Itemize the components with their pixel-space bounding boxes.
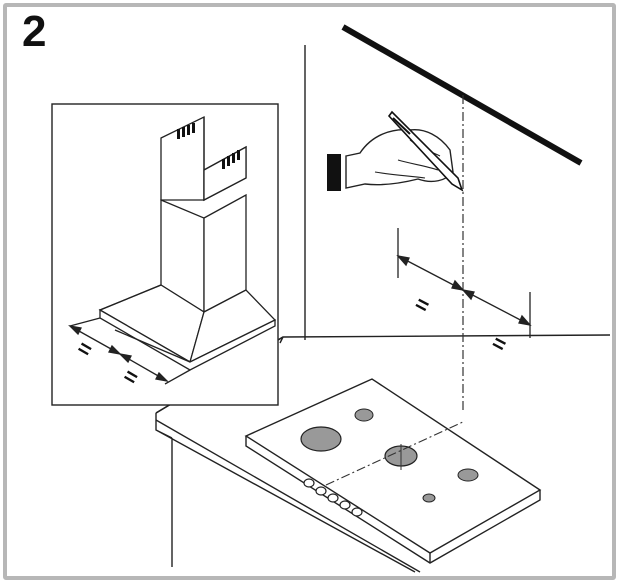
- burner-front-small: [422, 493, 436, 503]
- vent-grille-left: [177, 123, 195, 139]
- hob-center-line: [325, 420, 466, 486]
- hood-back-edge: [99, 284, 162, 311]
- burner-small-back: [354, 408, 374, 422]
- vent-grille-right: [222, 150, 240, 169]
- ceiling-edge: [341, 24, 583, 166]
- arrowhead-mid-left: [451, 279, 465, 291]
- hood-dimension: [68, 317, 191, 385]
- arrowhead-right: [518, 314, 532, 326]
- knob-1: [303, 478, 315, 488]
- wall-equal-mark-right: =: [488, 330, 511, 358]
- pencil-clip: [392, 117, 411, 135]
- left-dimension-line: [397, 255, 464, 291]
- arrowhead-mid-right: [461, 289, 475, 301]
- step-number: 2: [22, 7, 47, 56]
- wall-equal-mark-left: =: [411, 291, 434, 319]
- control-knobs: [303, 478, 363, 517]
- knob-4: [339, 500, 351, 510]
- hood-inset: = =: [51, 103, 279, 406]
- cooker-hood-icon: [98, 115, 277, 371]
- arrowhead-left: [396, 255, 410, 267]
- burner-right: [457, 468, 479, 482]
- hood-arrowhead-mid-left: [108, 344, 122, 356]
- instruction-frame: [3, 3, 616, 580]
- right-dimension-line: [462, 289, 531, 326]
- countertop-front: [155, 419, 421, 573]
- hood-filter-line: [114, 329, 191, 363]
- hood-arrowhead-mid-right: [118, 352, 132, 364]
- sleeve-cuff: [327, 154, 341, 191]
- wall-dimension: [396, 228, 532, 338]
- hob: [244, 378, 542, 564]
- knob-2: [315, 486, 327, 496]
- knob-5: [351, 507, 363, 517]
- knob-3: [327, 493, 339, 503]
- hand-with-pencil: [327, 110, 464, 192]
- hood-arrowhead-right: [155, 371, 169, 383]
- hood-dim-right-extent: [164, 369, 191, 385]
- hood-arrowhead-left: [68, 324, 82, 336]
- burner-large: [300, 426, 342, 452]
- hood-dim-left-extent: [69, 317, 101, 327]
- hob-top: [244, 378, 542, 554]
